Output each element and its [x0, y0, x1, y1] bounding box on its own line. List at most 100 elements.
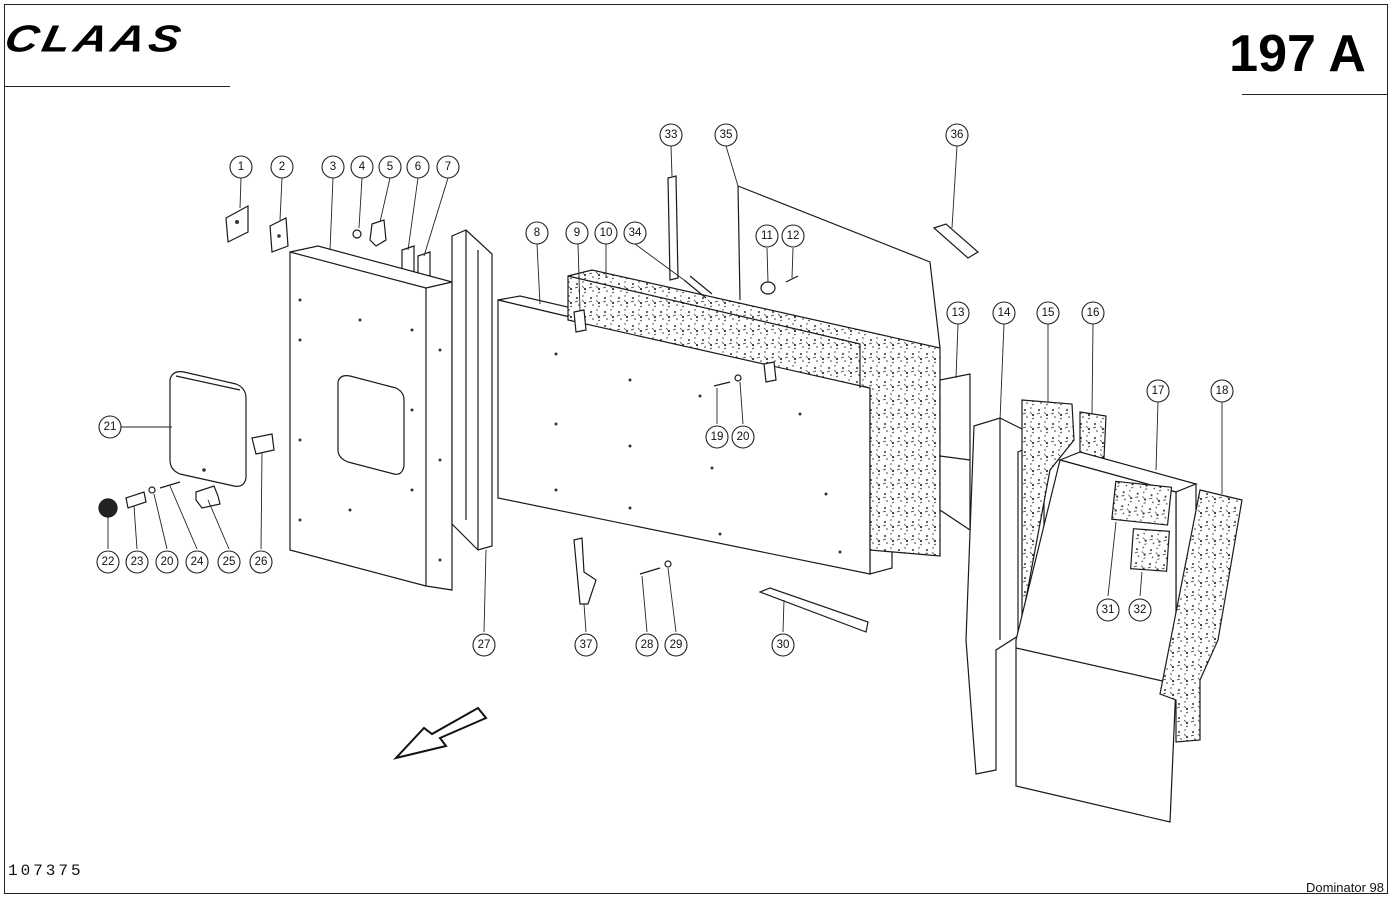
page-code: 197 A	[1229, 25, 1366, 83]
part-small-fittings	[352, 219, 387, 247]
callout: 25	[217, 550, 241, 574]
direction-arrow-icon	[393, 706, 488, 760]
callout-label: 12	[787, 230, 800, 242]
callout-label: 6	[415, 161, 421, 173]
callout: 24	[185, 550, 209, 574]
callout: 18	[1210, 379, 1234, 403]
callout-label: 5	[387, 161, 393, 173]
leader-lines	[107, 145, 1223, 633]
callout: 21	[98, 415, 122, 439]
callout-label: 11	[761, 230, 773, 242]
part-rod	[667, 175, 713, 299]
callout: 30	[771, 633, 795, 657]
callout-label: 3	[330, 161, 336, 173]
callout: 20	[155, 550, 179, 574]
callout: 3	[321, 155, 345, 179]
drawing-number: 107375	[8, 862, 84, 880]
part-insulation-block	[567, 269, 941, 557]
callout: 22	[96, 550, 120, 574]
part-hardware-set	[98, 481, 221, 518]
callout: 2	[270, 155, 294, 179]
callout-label: 28	[641, 639, 654, 651]
callout-label: 15	[1042, 307, 1055, 319]
callout-label: 35	[720, 129, 733, 141]
callout-label: 37	[580, 639, 593, 651]
callout-label: 16	[1087, 307, 1100, 319]
part-rear-channel	[939, 373, 971, 532]
callout-label: 24	[191, 556, 204, 568]
callout-label: 29	[670, 639, 683, 651]
callout-label: 25	[223, 556, 236, 568]
callout-label: 20	[161, 556, 174, 568]
part-lower-hardware	[573, 537, 869, 633]
callout: 10	[594, 221, 618, 245]
callout: 11	[755, 224, 779, 248]
page-code-underline	[1242, 94, 1388, 95]
callout: 14	[992, 301, 1016, 325]
callout-label: 31	[1102, 604, 1115, 616]
callout-label: 8	[534, 227, 540, 239]
logo-underline	[4, 86, 230, 87]
callout: 5	[378, 155, 402, 179]
callout-label: 14	[998, 307, 1011, 319]
callout-label: 13	[952, 307, 965, 319]
callout-label: 4	[359, 161, 366, 173]
callout-label: 17	[1152, 385, 1165, 397]
callout-label: 30	[777, 639, 790, 651]
callout: 8	[525, 221, 549, 245]
callout-label: 32	[1134, 604, 1147, 616]
part-washer-bolt	[760, 275, 799, 295]
callout: 7	[436, 155, 460, 179]
callout-label: 20	[737, 431, 750, 443]
callout: 31	[1096, 598, 1120, 622]
part-thin-sheet	[737, 185, 941, 349]
part-clip	[251, 433, 275, 455]
callout-label: 36	[951, 129, 964, 141]
callout: 35	[714, 123, 738, 147]
callout: 20	[731, 425, 755, 449]
callout: 29	[664, 633, 688, 657]
callout-label: 7	[445, 161, 451, 173]
callout: 33	[659, 123, 683, 147]
callout: 9	[565, 221, 589, 245]
callout: 13	[946, 301, 970, 325]
callout-label: 23	[131, 556, 144, 568]
callout-label: 33	[665, 129, 678, 141]
part-strap	[932, 223, 980, 259]
callout: 4	[350, 155, 374, 179]
part-cover-plate	[169, 371, 247, 487]
callout: 26	[249, 550, 273, 574]
callout-label: 1	[238, 161, 244, 173]
part-rear-insulation	[1159, 489, 1243, 743]
callout-label: 9	[574, 227, 580, 239]
callout: 15	[1036, 301, 1060, 325]
part-bracket-plate	[225, 204, 249, 243]
callout-label: 22	[102, 556, 115, 568]
callout: 28	[635, 633, 659, 657]
callout-label: 21	[104, 421, 117, 433]
callout-label: 27	[478, 639, 491, 651]
callout: 23	[125, 550, 149, 574]
callout-label: 34	[629, 227, 642, 239]
callout: 19	[705, 425, 729, 449]
page-frame	[4, 4, 1388, 894]
callout: 34	[623, 221, 647, 245]
callout-label: 18	[1216, 385, 1229, 397]
callout: 16	[1081, 301, 1105, 325]
callout-label: 19	[711, 431, 724, 443]
callout: 12	[781, 224, 805, 248]
model-name: Dominator 98	[1305, 880, 1384, 895]
part-side-panel	[289, 245, 453, 591]
callout-label: 2	[279, 161, 285, 173]
callout-label: 26	[255, 556, 268, 568]
callout: 1	[229, 155, 253, 179]
callout: 36	[945, 123, 969, 147]
part-channel-profile	[451, 229, 493, 551]
callout-label: 10	[600, 227, 613, 239]
part-insulation-pads	[1021, 399, 1107, 621]
part-side-cover	[1015, 451, 1198, 823]
part-angle-bracket	[269, 217, 289, 253]
callout: 27	[472, 633, 496, 657]
part-fasteners	[573, 309, 777, 387]
